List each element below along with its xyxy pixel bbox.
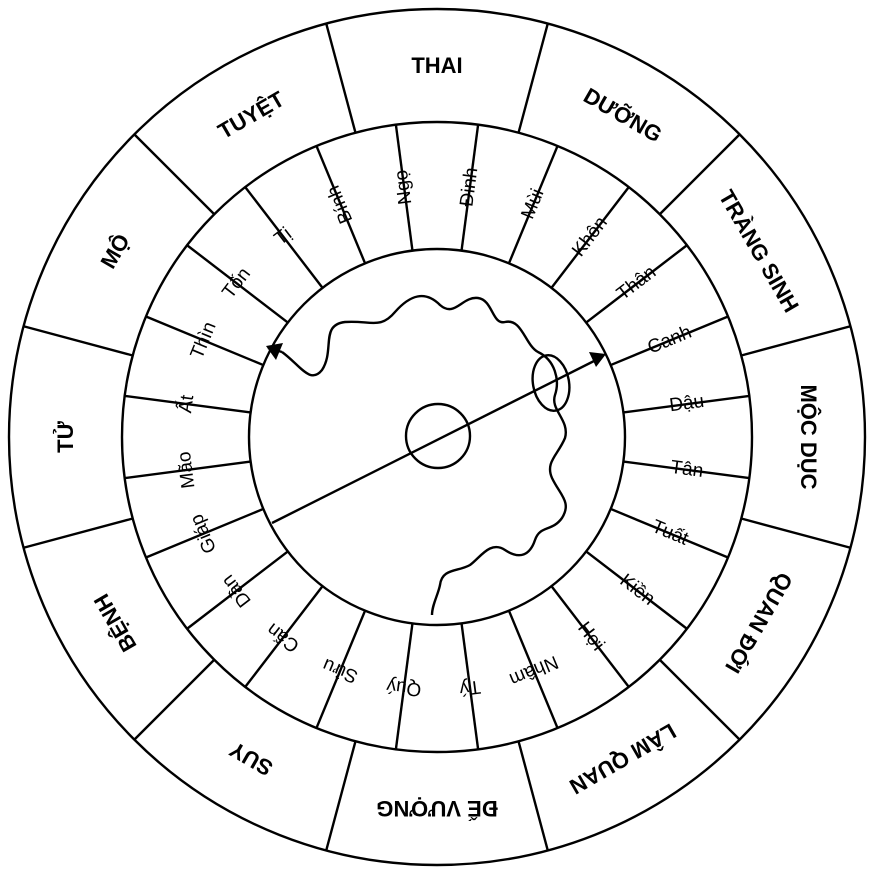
- inner-divider-line: [394, 623, 414, 750]
- outer-ring-dividers: [23, 23, 851, 851]
- inner-divider-line: [145, 507, 264, 559]
- inner-divider-line: [610, 315, 729, 367]
- outer-label-moc-duc: MỘC DỤC: [796, 384, 821, 489]
- inner-divider-line: [623, 394, 750, 414]
- inner-divider-line: [507, 610, 559, 729]
- outer-divider-line: [133, 133, 216, 216]
- inner-label-hoi: Hợi: [573, 618, 608, 655]
- wavy-boundary-line: [281, 294, 567, 616]
- inner-label-canh: Canh: [645, 322, 695, 359]
- inner-label-than: Thân: [613, 262, 660, 305]
- outer-divider-line: [23, 517, 134, 549]
- inner-label-tuat: Tuất: [649, 516, 692, 550]
- inner-label-giap: Giáp: [186, 511, 221, 556]
- inner-label-kien: Kiền: [616, 570, 659, 610]
- outer-label-benh: BỆNH: [89, 590, 142, 656]
- outer-label-duong: DƯỠNG: [579, 83, 666, 148]
- inner-divider-line: [460, 623, 480, 750]
- inner-divider-line: [244, 186, 324, 289]
- inner-label-nham: Nhâm: [506, 651, 561, 690]
- inner-label-dinh: Đinh: [456, 166, 482, 207]
- inner-divider-line: [186, 244, 289, 324]
- inner-label-binh: Bính: [323, 182, 357, 226]
- inner-label-suu: Sửu: [320, 654, 361, 687]
- inner-label-at: Ất: [174, 393, 198, 414]
- inner-divider-line: [394, 124, 414, 251]
- inner-divider-line: [550, 186, 630, 289]
- outer-label-mo: MỘ: [95, 230, 134, 273]
- inner-label-dan: Dần: [218, 570, 256, 610]
- inner-ring-border: [247, 247, 627, 627]
- outer-label-suy: SUY: [225, 737, 277, 781]
- outer-divider-line: [740, 517, 851, 549]
- arrowhead-left: [266, 343, 283, 360]
- diagonal-axis-line: [271, 356, 601, 525]
- inner-label-can: Cấn: [263, 618, 303, 656]
- outer-label-de-vuong: ĐẾ VƯỢNG: [376, 796, 497, 821]
- outer-divider-line: [325, 23, 357, 134]
- inner-divider-line: [124, 460, 251, 480]
- inner-label-tan: Tân: [669, 457, 704, 482]
- inner-label-quy: Quý: [385, 675, 423, 700]
- outer-divider-line: [517, 740, 549, 851]
- inner-divider-line: [623, 460, 750, 480]
- center-symbol: [266, 294, 606, 616]
- outer-divider-line: [658, 133, 741, 216]
- inner-label-mao: Mão: [174, 450, 200, 489]
- inner-label-thin: Thìn: [187, 319, 221, 362]
- inner-label-ti: Tị: [271, 224, 296, 250]
- inner-divider-line: [585, 244, 688, 324]
- inner-divider-line: [585, 550, 688, 630]
- outer-label-tuyet: TUYỆT: [214, 86, 289, 144]
- inner-divider-line: [460, 124, 480, 251]
- outer-label-tu: TỬ: [53, 420, 78, 452]
- inner-divider-line: [315, 145, 367, 264]
- arrowhead-right: [589, 352, 606, 367]
- inner-ring-dividers: [124, 124, 750, 750]
- inner-divider-line: [315, 610, 367, 729]
- center-circle: [404, 402, 472, 470]
- inner-label-ty: Tý: [458, 676, 482, 700]
- inner-label-ton: Tốn: [218, 264, 255, 303]
- outer-label-lam-quan: LÂM QUAN: [565, 718, 680, 799]
- inner-divider-line: [244, 585, 324, 688]
- inner-label-mui: Mùi: [517, 186, 548, 222]
- outer-divider-line: [23, 325, 134, 357]
- outer-divider-line: [325, 740, 357, 851]
- outer-ring-border: [7, 7, 867, 867]
- outer-label-quan-doi: QUAN ĐỚI: [720, 568, 797, 677]
- outer-label-trang-sinh: TRÀNG SINH: [714, 186, 804, 317]
- inner-label-ngo: Ngọ: [391, 169, 416, 206]
- inner-divider-line: [610, 507, 729, 559]
- inner-divider-line: [145, 315, 264, 367]
- inner-label-dau: Dậu: [668, 391, 705, 416]
- outer-divider-line: [740, 325, 851, 357]
- inner-divider-line: [124, 394, 251, 414]
- outer-divider-line: [658, 658, 741, 741]
- outer-divider-line: [133, 658, 216, 741]
- inner-divider-line: [550, 585, 630, 688]
- outer-divider-line: [517, 23, 549, 134]
- outer-label-thai: THAI: [411, 53, 462, 78]
- middle-ring-border: [120, 120, 754, 754]
- inner-divider-line: [507, 145, 559, 264]
- inner-label-khon: Khôn: [568, 213, 612, 261]
- oval-marker: [531, 354, 571, 412]
- inner-divider-line: [186, 550, 289, 630]
